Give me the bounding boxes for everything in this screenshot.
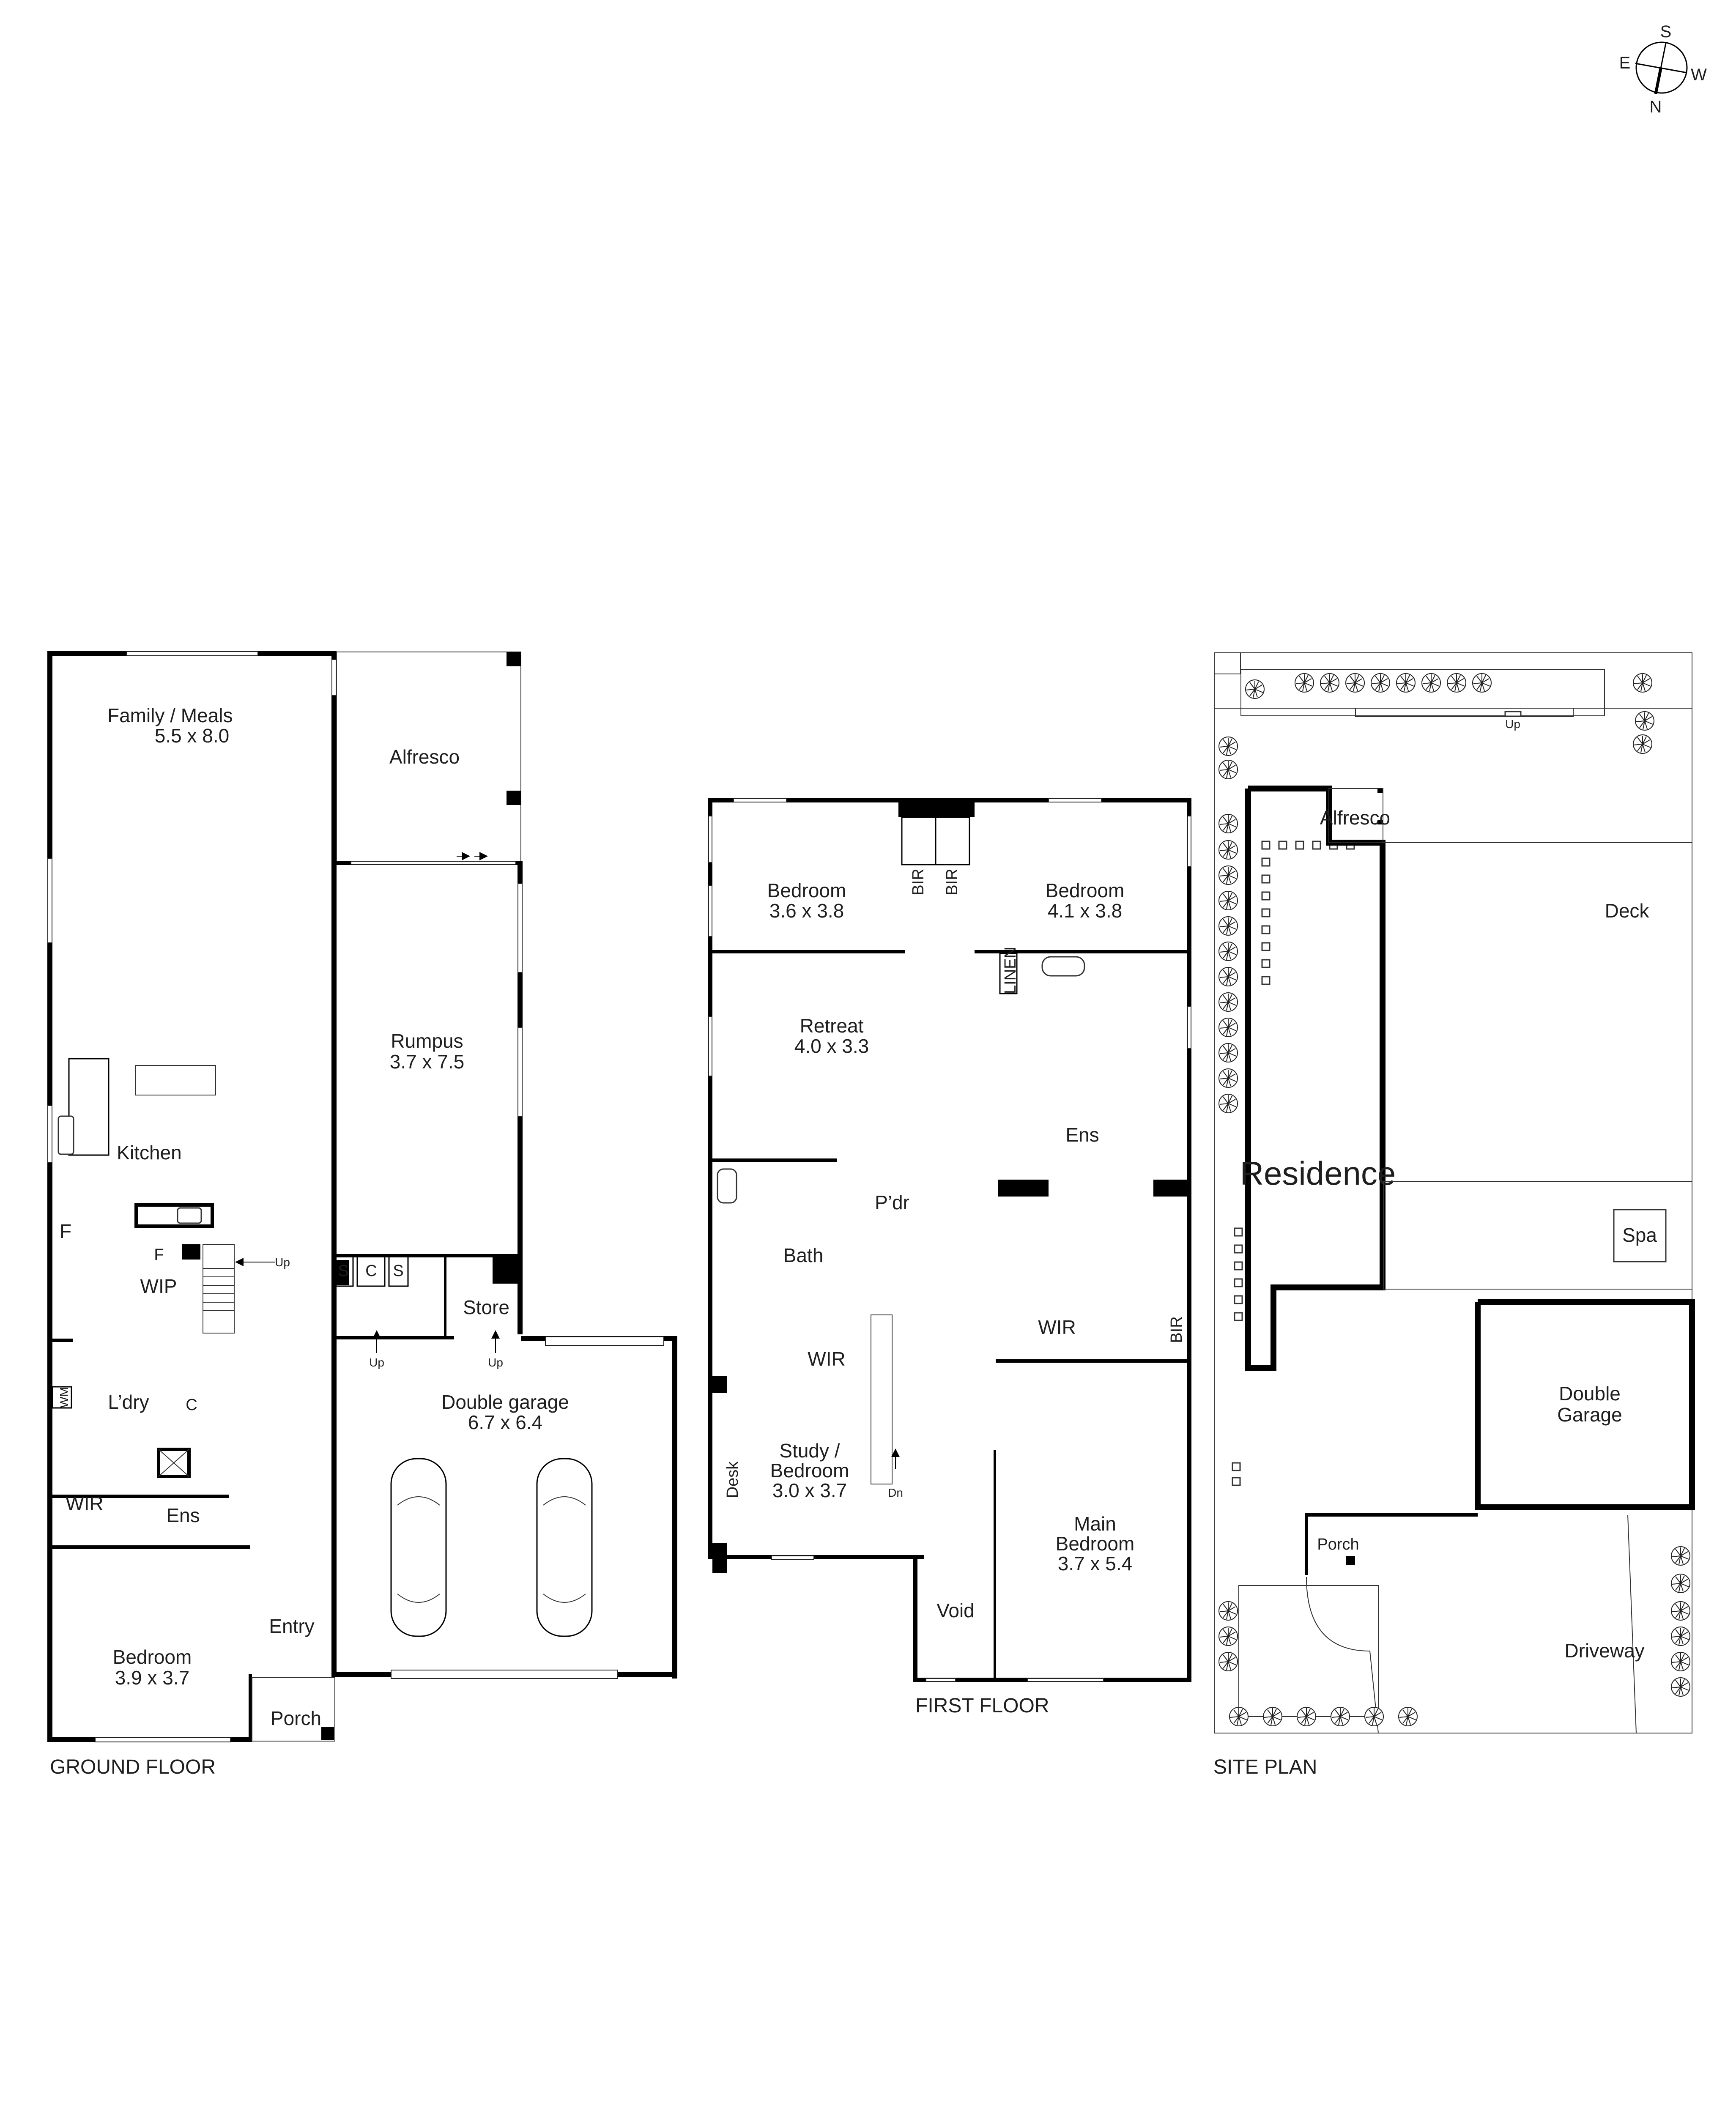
room-wir: WIR	[66, 1492, 103, 1514]
car-icon	[390, 1458, 447, 1637]
linen-label: LINEN	[1002, 947, 1019, 994]
bir-label-1: BIR	[909, 868, 927, 895]
room-main-bedroom-name-2: Bedroom	[1056, 1533, 1135, 1555]
area-driveway: Driveway	[1564, 1640, 1644, 1662]
stairs-up-label: Up	[275, 1256, 290, 1269]
room-double-garage-size: 6.7 x 6.4	[468, 1411, 542, 1433]
first-floor-plan: BIR BIR Bedroom 3.6 x 3.8 Bedroom 4.1 x …	[708, 798, 1191, 1717]
room-bedroom-2-name: Bedroom	[767, 879, 846, 901]
cooktop-icon	[177, 1207, 202, 1224]
room-study-name: Study /	[779, 1440, 840, 1462]
shelf-label-2: S	[393, 1262, 403, 1280]
ground-floor-title: GROUND FLOOR	[50, 1756, 216, 1778]
room-study-size: 3.0 x 3.7	[772, 1479, 847, 1501]
compass-south: S	[1660, 22, 1672, 41]
bathtub-icon	[717, 1168, 737, 1204]
linen-cupboard-label: C	[186, 1396, 197, 1414]
room-bedroom-size: 3.9 x 3.7	[115, 1667, 189, 1689]
bathtub-icon	[1041, 956, 1085, 977]
garage-up-label-1: Up	[369, 1356, 384, 1369]
compass-rose: S E W N	[1619, 22, 1707, 116]
car-icon	[536, 1458, 593, 1637]
bir-label-2: BIR	[943, 868, 961, 895]
steps-up-label: Up	[1505, 717, 1520, 731]
north-needle-icon	[1654, 68, 1662, 94]
area-porch: Porch	[1317, 1536, 1359, 1553]
room-bedroom-2-size: 3.6 x 3.8	[769, 900, 844, 922]
area-deck: Deck	[1605, 900, 1650, 922]
room-family-meals-size: 5.5 x 8.0	[155, 725, 229, 747]
compass-north: N	[1650, 98, 1662, 116]
shelf-label-1: S	[338, 1262, 348, 1280]
room-ensuite: Ens	[166, 1504, 200, 1526]
compass-ring-icon	[1635, 41, 1688, 94]
room-wir-main: WIR	[1038, 1316, 1076, 1338]
room-main-bedroom-size: 3.7 x 5.4	[1058, 1553, 1132, 1575]
area-double-garage-name-2: Garage	[1557, 1404, 1622, 1426]
room-double-garage-name: Double garage	[441, 1391, 569, 1413]
fridge-label-2: F	[154, 1246, 164, 1264]
ground-stairs: Up	[203, 1244, 290, 1334]
paver-row	[1232, 841, 1355, 1486]
room-wir-study: WIR	[808, 1348, 845, 1370]
room-rumpus-name: Rumpus	[391, 1030, 463, 1052]
area-residence: Residence	[1240, 1155, 1396, 1192]
area-double-garage-name: Double	[1559, 1383, 1621, 1405]
area-spa: Spa	[1622, 1224, 1657, 1246]
room-retreat-size: 4.0 x 3.3	[794, 1035, 869, 1057]
room-alfresco: Alfresco	[389, 746, 460, 768]
room-powder: P’dr	[875, 1191, 909, 1213]
site-plan-title: SITE PLAN	[1213, 1756, 1317, 1778]
room-ensuite: Ens	[1065, 1124, 1099, 1146]
room-laundry: L’dry	[108, 1391, 149, 1413]
site-plan: Up Residence Alfresco Deck Spa Double Ga…	[1213, 652, 1695, 1778]
ground-floor-plan: Alfresco Rumpus 3.7 x 7.5 Family / Meals…	[47, 651, 677, 1778]
room-retreat-name: Retreat	[800, 1015, 864, 1037]
room-rumpus-size: 3.7 x 7.5	[390, 1051, 464, 1073]
bir-main-label: BIR	[1168, 1316, 1186, 1343]
garage-up-label-2: Up	[488, 1356, 503, 1369]
room-void: Void	[936, 1599, 975, 1621]
area-alfresco: Alfresco	[1320, 807, 1390, 829]
first-floor-stairs: Dn	[871, 1314, 903, 1499]
room-kitchen: Kitchen	[117, 1142, 181, 1164]
room-study-name-2: Bedroom	[770, 1460, 849, 1481]
compass-east: E	[1619, 54, 1631, 72]
room-entry: Entry	[269, 1615, 314, 1637]
room-bedroom-name: Bedroom	[113, 1646, 192, 1668]
compass-west: W	[1691, 66, 1707, 84]
cupboard-label: C	[365, 1262, 377, 1280]
room-bedroom-3-name: Bedroom	[1046, 879, 1125, 901]
room-bath: Bath	[783, 1244, 824, 1266]
first-floor-title: FIRST FLOOR	[915, 1695, 1049, 1717]
desk-label: Desk	[724, 1461, 742, 1498]
stairs-down-label: Dn	[888, 1486, 903, 1499]
room-porch: Porch	[271, 1707, 321, 1729]
room-store: Store	[463, 1296, 509, 1318]
room-wip: WIP	[140, 1275, 177, 1297]
room-main-bedroom-name: Main	[1074, 1513, 1116, 1535]
room-bedroom-3-size: 4.1 x 3.8	[1048, 900, 1122, 922]
washing-machine-label: WM	[58, 1387, 71, 1408]
fridge-label-1: F	[60, 1220, 71, 1242]
room-family-meals-name: Family / Meals	[107, 704, 233, 726]
site-garage-outline	[1475, 1299, 1695, 1510]
